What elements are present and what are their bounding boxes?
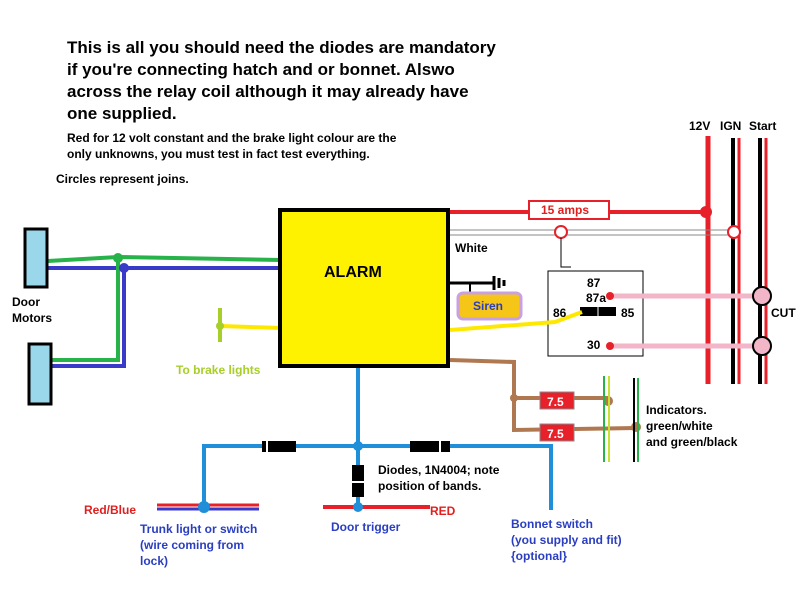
relay-pin-85: 85: [621, 306, 635, 320]
sub-note: Red for 12 volt constant and the brake l…: [67, 131, 397, 161]
join-circle: [631, 422, 641, 432]
fuse-7-5-bottom-label: 7.5: [547, 427, 564, 441]
siren-body: [456, 291, 523, 321]
join-circle: [700, 206, 712, 218]
brake-wire: [219, 324, 283, 330]
relay-pin-87a: 87a: [586, 291, 607, 305]
diode-trunk: [262, 441, 296, 452]
join-circle: [606, 292, 614, 300]
join-circle: [216, 322, 224, 330]
white-wire-label: White: [455, 241, 488, 255]
joins-note: Circles represent joins.: [56, 172, 189, 186]
main-note: This is all you should need the diodes a…: [67, 38, 496, 123]
join-circle: [606, 342, 614, 350]
fuse-7-5-bottom: [539, 423, 575, 442]
door-motor-wires: [47, 253, 281, 368]
red-blue-label: Red/Blue: [84, 503, 137, 517]
fuse-label: 15 amps: [541, 203, 590, 217]
diode-trunk-band: [266, 441, 268, 452]
door-motor-top: [23, 227, 49, 289]
join-circle: [353, 441, 363, 451]
door-motor-bottom: [27, 342, 53, 406]
diode-bonnet-band: [439, 441, 441, 452]
brake-label: To brake lights: [176, 363, 261, 377]
blue-trigger-bus: [202, 444, 553, 510]
join-circle: [510, 394, 518, 402]
join-circle: [554, 225, 568, 239]
join-circle: [727, 225, 741, 239]
relay-pin-86: 86: [553, 306, 567, 320]
bonnet-label: Bonnet switch (you supply and fit) {opti…: [511, 517, 622, 563]
join-circle: [198, 501, 210, 513]
supply-12v-label: 12V: [689, 119, 711, 133]
trunk-label: Trunk light or switch (wire coming from …: [140, 522, 258, 568]
diodes-label: Diodes, 1N4004; note position of bands.: [378, 463, 500, 493]
siren-label: Siren: [473, 299, 504, 313]
join-circle: [353, 502, 363, 512]
brown-indicator-wire-2: [512, 398, 639, 433]
diode-bonnet: [410, 441, 450, 452]
fuse-7-5-top: [539, 391, 575, 410]
cut-circle-top: [752, 286, 772, 306]
cut-circle-bottom: [752, 336, 772, 356]
indicators-label: Indicators. green/white and green/black: [646, 403, 738, 449]
supply-ign-label: IGN: [720, 119, 742, 133]
alarm-box: [278, 208, 450, 368]
fuse-15a: [528, 200, 610, 220]
diode-door-band: [352, 481, 364, 483]
cut-label: CUT: [771, 306, 796, 320]
join-circle: [119, 263, 129, 273]
green-door-wire: [47, 254, 281, 263]
alarm-label: ALARM: [324, 264, 382, 281]
fuse-7-5-top-label: 7.5: [547, 395, 564, 409]
supply-start-label: Start: [749, 119, 777, 133]
red-label: RED: [430, 504, 456, 518]
door-motors-label: Door Motors: [12, 295, 52, 325]
navy-door-wire-2: [50, 268, 126, 368]
brown-indicator-wire: [449, 358, 608, 400]
green-door-wire-2: [50, 258, 120, 362]
relay-pin-87: 87: [587, 276, 601, 290]
yellow-relay-wire: [449, 310, 583, 332]
relay-pin-30: 30: [587, 338, 601, 352]
relay-feed-wire: [560, 238, 571, 268]
join-circle: [113, 253, 123, 263]
door-trigger-label: Door trigger: [331, 520, 401, 534]
